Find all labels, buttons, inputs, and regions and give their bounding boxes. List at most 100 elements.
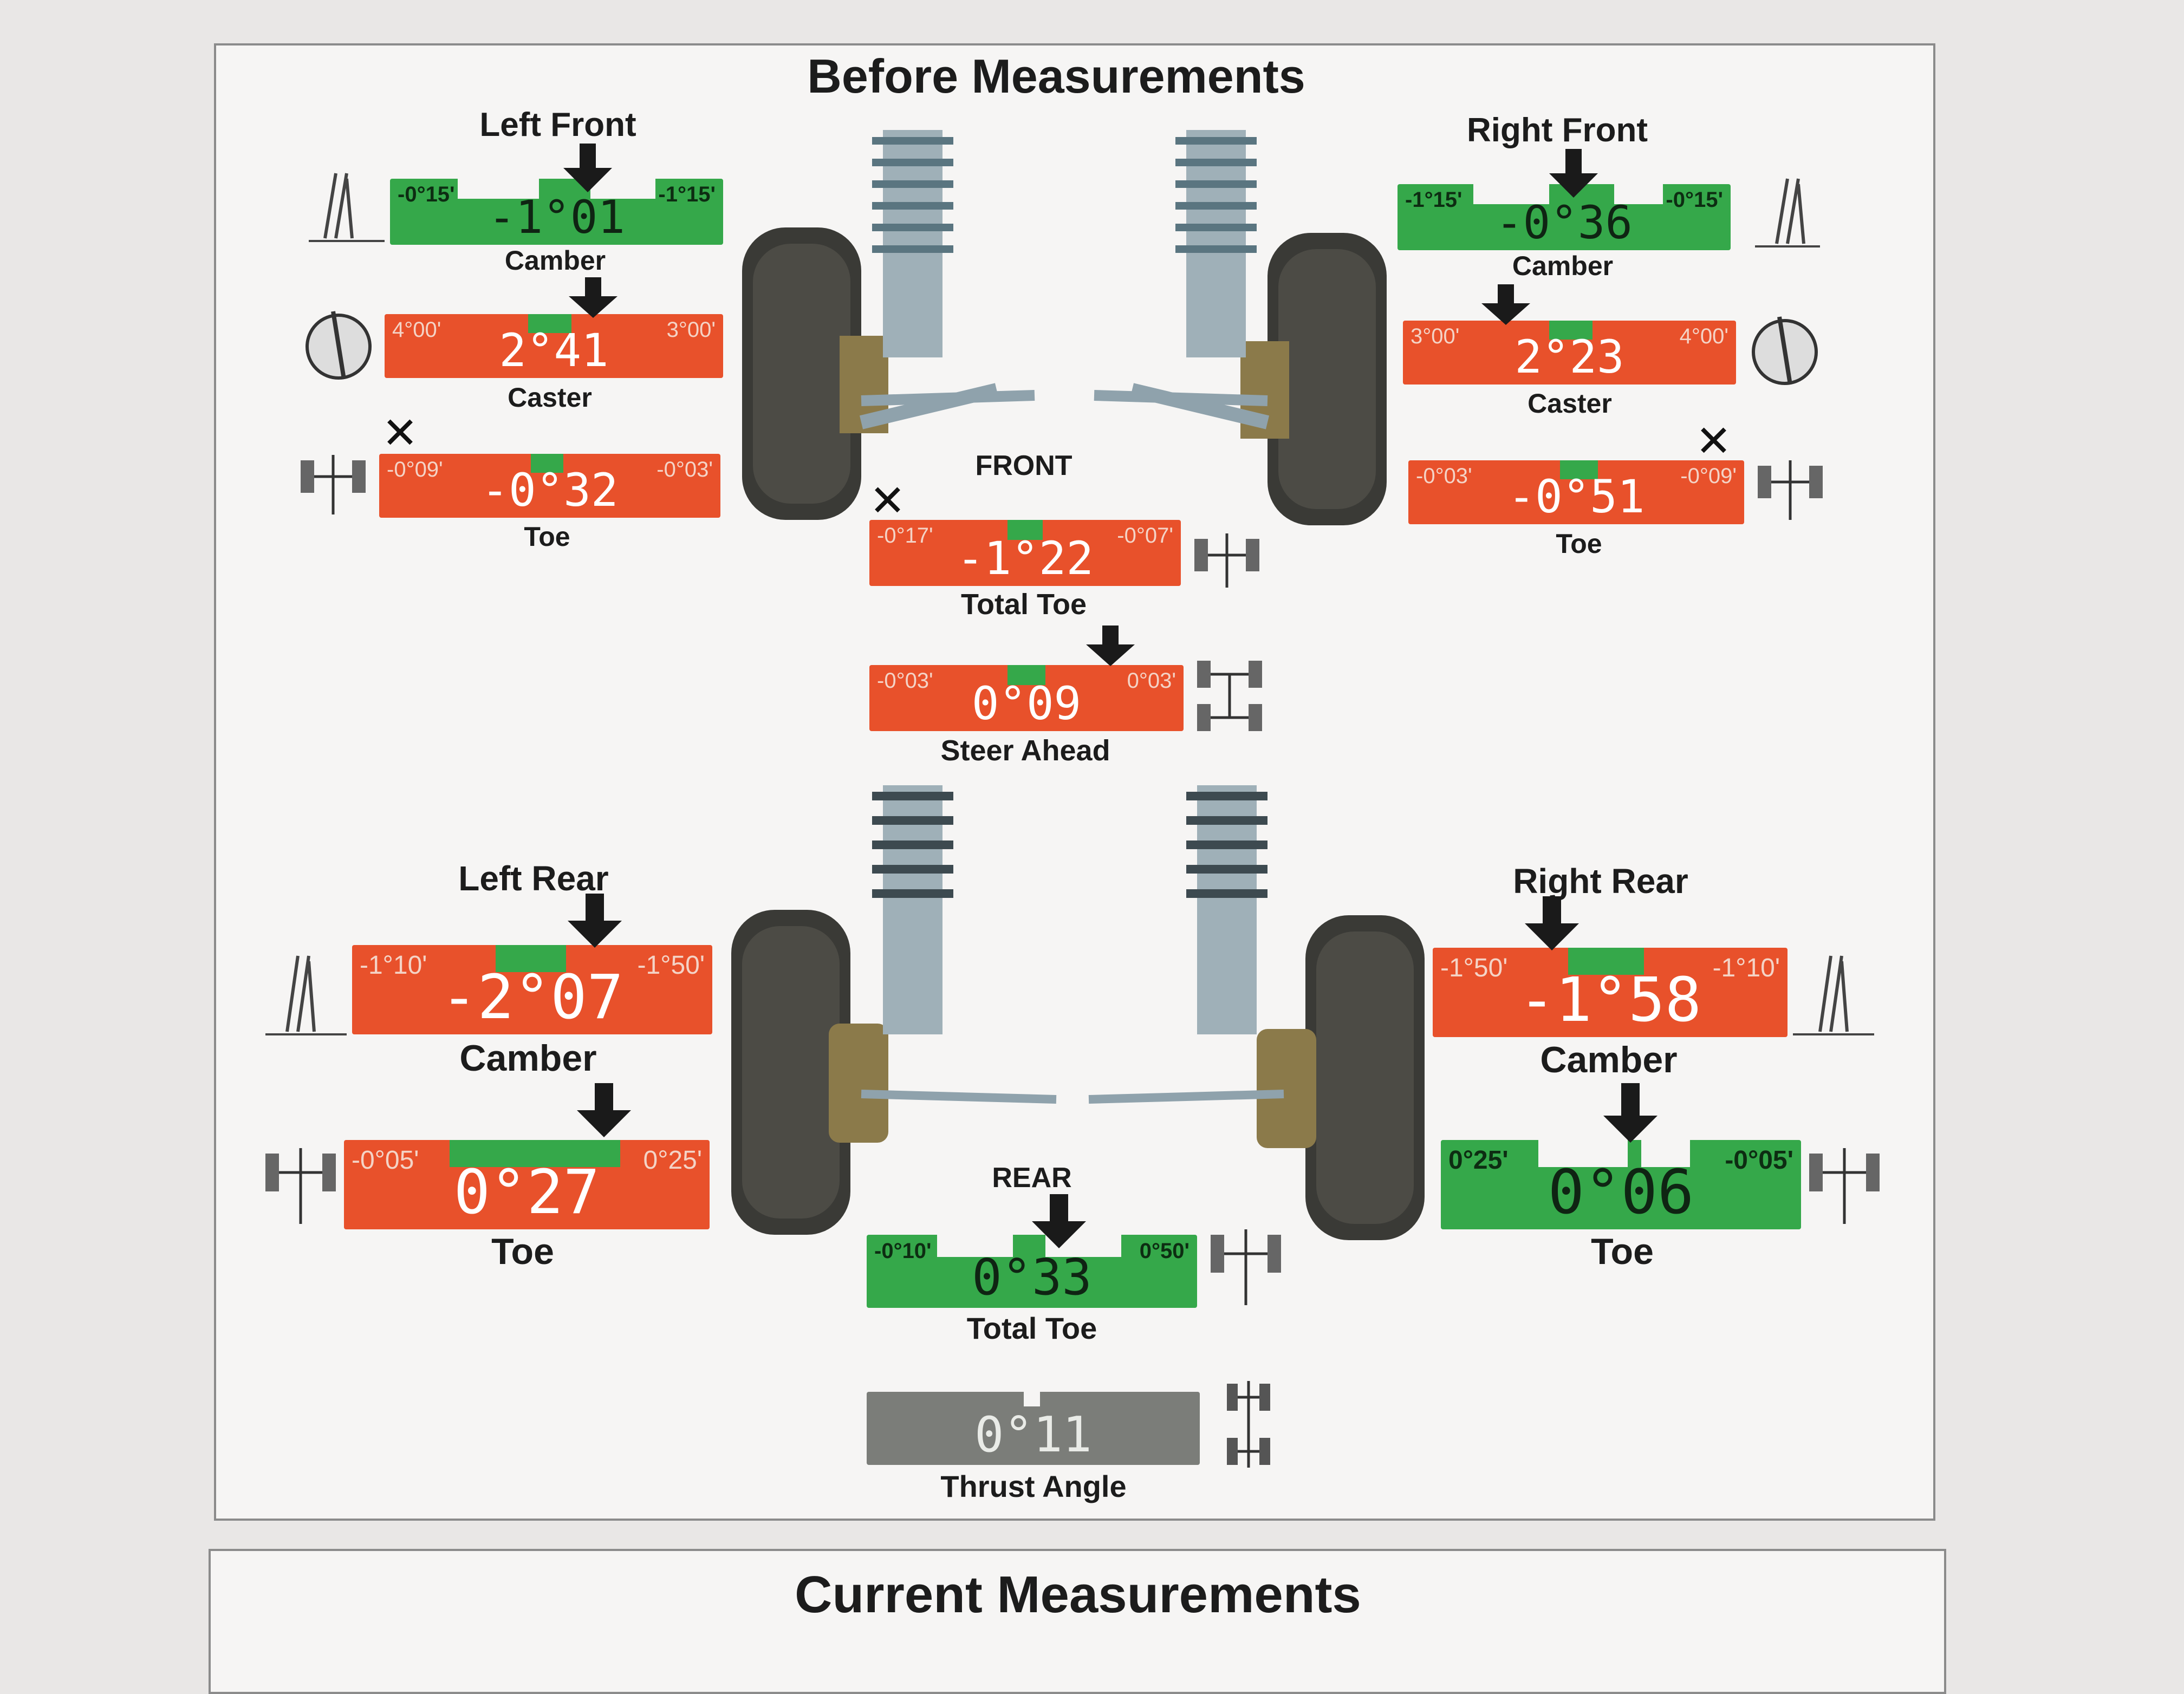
lf-caster-gauge: 4°00' 3°00' 2°41 <box>385 314 723 378</box>
front-total-toe-gauge: -0°17' -0°07' -1°22 <box>869 520 1181 586</box>
rear-total-toe-arrow <box>1032 1194 1086 1248</box>
lf-toe-value: -0°32 <box>481 463 619 517</box>
rr-camber-value: -1°58 <box>1518 965 1702 1035</box>
rf-caster-value: 2°23 <box>1514 330 1624 383</box>
front-total-toe-diagram-icon <box>1194 533 1259 588</box>
rf-camber-gauge: -1°15' -0°15' -0°36 <box>1398 184 1731 250</box>
rr-camber-gauge: -1°50' -1°10' -1°58 <box>1433 948 1787 1037</box>
rr-toe-value: 0°06 <box>1548 1157 1694 1228</box>
steer-ahead-label: Steer Ahead <box>940 734 1110 767</box>
lf-toe-gauge: -0°09' -0°03' -0°32 <box>379 454 720 518</box>
front-total-toe-value: -1°22 <box>957 531 1094 585</box>
rf-camber-diagram-icon <box>1755 178 1820 247</box>
rear-total-toe-min: -0°10' <box>874 1239 932 1263</box>
lf-camber-diagram-icon <box>309 173 385 242</box>
rr-camber-max: -1°10' <box>1712 953 1780 982</box>
lr-camber-diagram-icon <box>265 955 347 1035</box>
rf-camber-arrow <box>1549 149 1598 198</box>
thrust-angle-label: Thrust Angle <box>940 1469 1127 1503</box>
rf-caster-label: Caster <box>1528 388 1612 419</box>
front-total-toe-max: -0°07' <box>1117 524 1173 548</box>
rf-camber-min: -1°15' <box>1405 188 1462 212</box>
rf-toe-x-icon: ✕ <box>1695 417 1732 465</box>
lf-toe-diagram-icon <box>301 455 366 514</box>
front-total-toe-x-icon: ✕ <box>869 477 906 525</box>
rr-toe-diagram-icon <box>1809 1148 1880 1224</box>
steer-ahead-max: 0°03' <box>1127 669 1176 693</box>
front-left-tire <box>742 227 861 520</box>
rf-toe-label: Toe <box>1556 529 1602 559</box>
rf-toe-max: -0°09' <box>1680 464 1737 488</box>
rf-camber-label: Camber <box>1512 251 1614 281</box>
lf-toe-max: -0°03' <box>656 458 713 482</box>
lf-camber-label: Camber <box>504 245 606 276</box>
left-front-heading: Left Front <box>479 106 636 144</box>
lr-toe-arrow <box>577 1083 631 1137</box>
lf-camber-arrow <box>563 144 612 192</box>
rear-total-toe-label: Total Toe <box>966 1311 1097 1345</box>
lf-caster-value: 2°41 <box>499 323 609 377</box>
front-suspension-illustration <box>742 130 1387 525</box>
lf-toe-x-icon: ✕ <box>382 409 419 457</box>
rr-camber-min: -1°50' <box>1440 953 1508 982</box>
lf-caster-diagram-icon <box>306 311 372 380</box>
steer-ahead-gauge: -0°03' 0°03' 0°09 <box>869 665 1184 731</box>
lf-caster-label: Caster <box>508 382 592 413</box>
lf-camber-gauge: -0°15' -1°15' -1°01 <box>390 179 723 245</box>
rr-toe-label: Toe <box>1591 1231 1654 1272</box>
rf-camber-max: -0°15' <box>1666 188 1723 212</box>
rf-caster-min: 3°00' <box>1410 324 1460 349</box>
lr-camber-min: -1°10' <box>360 950 427 980</box>
before-measurements-title: Before Measurements <box>807 49 1305 103</box>
rf-toe-value: -0°51 <box>1507 470 1645 523</box>
rr-toe-arrow <box>1603 1083 1658 1143</box>
front-total-toe-label: Total Toe <box>961 588 1087 621</box>
steer-ahead-min: -0°03' <box>877 669 933 693</box>
left-rear-heading: Left Rear <box>458 859 609 898</box>
lr-toe-gauge: -0°05' 0°25' 0°27 <box>344 1140 710 1229</box>
rf-caster-max: 4°00' <box>1679 324 1728 349</box>
rear-total-toe-gauge: -0°10' 0°50' 0°33 <box>867 1235 1197 1308</box>
lr-camber-arrow <box>568 894 622 948</box>
steer-ahead-diagram-icon <box>1197 661 1262 731</box>
right-rear-heading: Right Rear <box>1513 862 1688 901</box>
lf-caster-min: 4°00' <box>392 318 441 342</box>
rr-camber-diagram-icon <box>1793 955 1874 1035</box>
lf-camber-max: -1°15' <box>658 183 716 207</box>
thrust-angle-diagram-icon <box>1227 1381 1270 1468</box>
lr-camber-max: -1°50' <box>637 950 705 980</box>
lr-toe-diagram-icon <box>265 1148 336 1224</box>
lf-toe-min: -0°09' <box>387 458 443 482</box>
rr-toe-gauge: 0°25' -0°05' 0°06 <box>1441 1140 1801 1229</box>
front-right-tire <box>1268 233 1387 525</box>
lr-toe-min: -0°05' <box>352 1145 419 1175</box>
rear-axle-label: REAR <box>992 1162 1072 1194</box>
rf-toe-gauge: -0°03' -0°09' -0°51 <box>1408 460 1744 524</box>
lr-toe-value: 0°27 <box>453 1157 600 1228</box>
lf-camber-value: -1°01 <box>488 190 625 244</box>
lr-camber-label: Camber <box>459 1038 597 1079</box>
thrust-angle-gauge: 0°11 <box>867 1392 1200 1465</box>
lf-caster-arrow <box>569 277 618 318</box>
rear-right-tire <box>1305 915 1425 1240</box>
front-total-toe-min: -0°17' <box>877 524 933 548</box>
rf-caster-diagram-icon <box>1752 316 1818 385</box>
rr-toe-min: 0°25' <box>1448 1145 1509 1175</box>
rf-toe-diagram-icon <box>1758 460 1823 520</box>
rr-camber-arrow <box>1525 896 1579 950</box>
rear-total-toe-value: 0°33 <box>972 1248 1092 1307</box>
rear-total-toe-max: 0°50' <box>1139 1239 1190 1263</box>
rr-toe-max: -0°05' <box>1725 1145 1793 1175</box>
thrust-angle-value: 0°11 <box>974 1406 1092 1464</box>
lr-toe-max: 0°25' <box>643 1145 702 1175</box>
lr-toe-label: Toe <box>491 1231 554 1272</box>
lf-camber-min: -0°15' <box>398 183 455 207</box>
lr-camber-value: -2°07 <box>440 962 624 1033</box>
rf-caster-arrow <box>1481 284 1530 325</box>
steer-ahead-value: 0°09 <box>971 676 1082 730</box>
rear-left-tire <box>731 910 850 1235</box>
rear-suspension-illustration <box>731 785 1425 1240</box>
steer-ahead-arrow <box>1086 626 1135 666</box>
rear-total-toe-diagram-icon <box>1211 1229 1281 1305</box>
rf-toe-min: -0°03' <box>1416 464 1472 488</box>
